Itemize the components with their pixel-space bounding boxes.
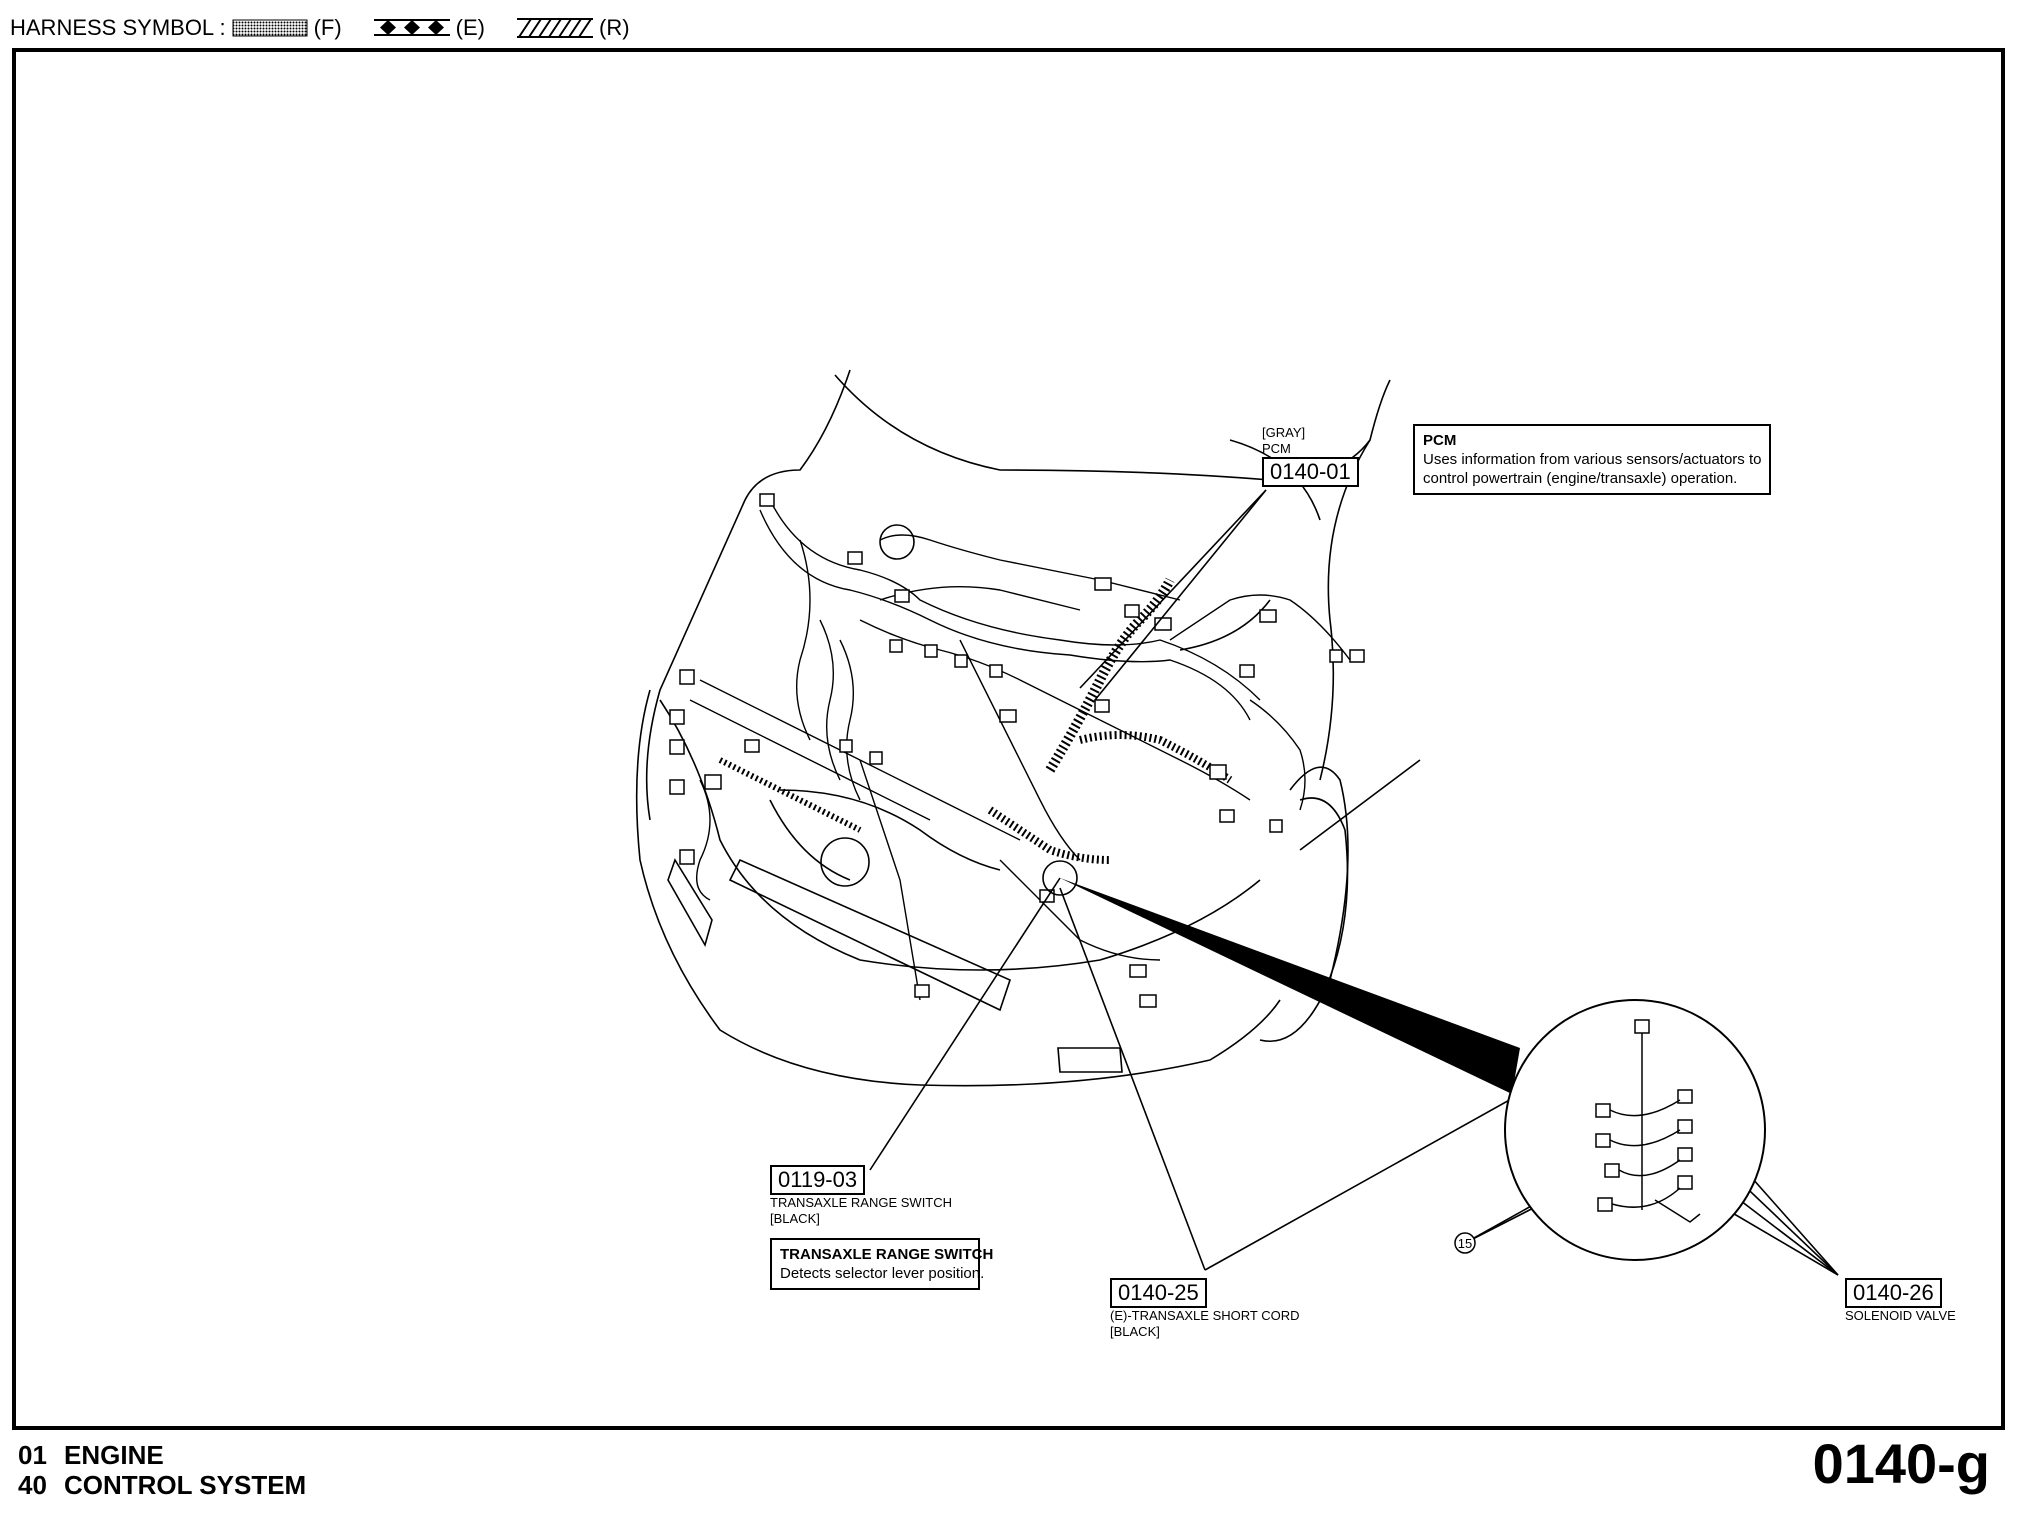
front-harness-bands (718, 577, 1233, 864)
transaxle-short-cord-code[interactable]: 0140-25 (1110, 1278, 1207, 1308)
transaxle-range-switch-description-line-1: Detects selector lever position. (780, 1265, 985, 1282)
transaxle-range-switch-callout: 0119-03 TRANSAXLE RANGE SWITCH [BLACK] (770, 1165, 952, 1227)
pcm-connector-callout: [GRAY] PCM 0140-01 (1262, 425, 1359, 487)
zoom-cone (1060, 878, 1520, 1094)
legend-code-f: (F) (313, 15, 342, 40)
pcm-connector-name: PCM (1262, 441, 1291, 456)
harness-symbol-legend: HARNESS SYMBOL : (F) (E) (R) (10, 10, 656, 46)
diagram-frame (12, 48, 2005, 1430)
transaxle-short-cord-color: [BLACK] (1110, 1324, 1160, 1339)
subsection-number: 40 (18, 1470, 47, 1500)
pcm-description-title: PCM (1423, 432, 1457, 449)
pcm-description-box: PCM Uses information from various sensor… (1413, 424, 1772, 495)
pcm-connector-color: [GRAY] (1262, 425, 1306, 440)
connectors (669, 493, 1365, 1008)
item-15-number: 15 (1458, 1236, 1472, 1251)
solenoid-valve-code[interactable]: 0140-26 (1845, 1278, 1942, 1308)
round-components (820, 524, 1078, 896)
transaxle-short-cord-callout: 0140-25 (E)-TRANSAXLE SHORT CORD [BLACK] (1110, 1278, 1300, 1340)
transaxle-range-switch-name: TRANSAXLE RANGE SWITCH (770, 1195, 953, 1210)
legend-label: HARNESS SYMBOL : (10, 15, 226, 40)
subsection-name: CONTROL SYSTEM (64, 1470, 307, 1500)
front-harness-dotted-icon (232, 19, 308, 37)
section-footer: 01 ENGINE 40 CONTROL SYSTEM (18, 1440, 306, 1500)
engine-harness-diamond-icon (373, 19, 450, 36)
transaxle-range-switch-description-box: TRANSAXLE RANGE SWITCH Detects selector … (770, 1238, 994, 1290)
section-line: 01 ENGINE (18, 1440, 306, 1470)
solenoid-valve-name: SOLENOID VALVE (1845, 1308, 1956, 1323)
legend-code-e: (E) (455, 15, 485, 40)
pcm-connector-code[interactable]: 0140-01 (1262, 457, 1359, 487)
harness-wires (689, 499, 1351, 1001)
item-15-circle (1454, 1232, 1476, 1254)
pcm-description-line-1: Uses information from various sensors/ac… (1423, 451, 1762, 468)
legend-code-r: (R) (599, 15, 630, 40)
solenoid-detail-circle (1504, 999, 1766, 1261)
pcm-description-line-2: control powertrain (engine/transaxle) op… (1423, 470, 1738, 487)
transaxle-range-switch-description-title: TRANSAXLE RANGE SWITCH (780, 1246, 994, 1263)
subsection-line: 40 CONTROL SYSTEM (18, 1470, 306, 1500)
solenoid-valve-callout: 0140-26 SOLENOID VALVE (1845, 1278, 1956, 1324)
section-name: ENGINE (64, 1440, 164, 1470)
section-number: 01 (18, 1440, 47, 1470)
transaxle-range-switch-code[interactable]: 0119-03 (770, 1165, 866, 1195)
transaxle-range-switch-color: [BLACK] (770, 1211, 820, 1226)
rear-harness-hatched-icon (517, 18, 593, 38)
page-code: 0140-g (1812, 1432, 1990, 1495)
transaxle-short-cord-name: (E)-TRANSAXLE SHORT CORD (1110, 1308, 1300, 1323)
car-outline (635, 369, 1421, 1087)
